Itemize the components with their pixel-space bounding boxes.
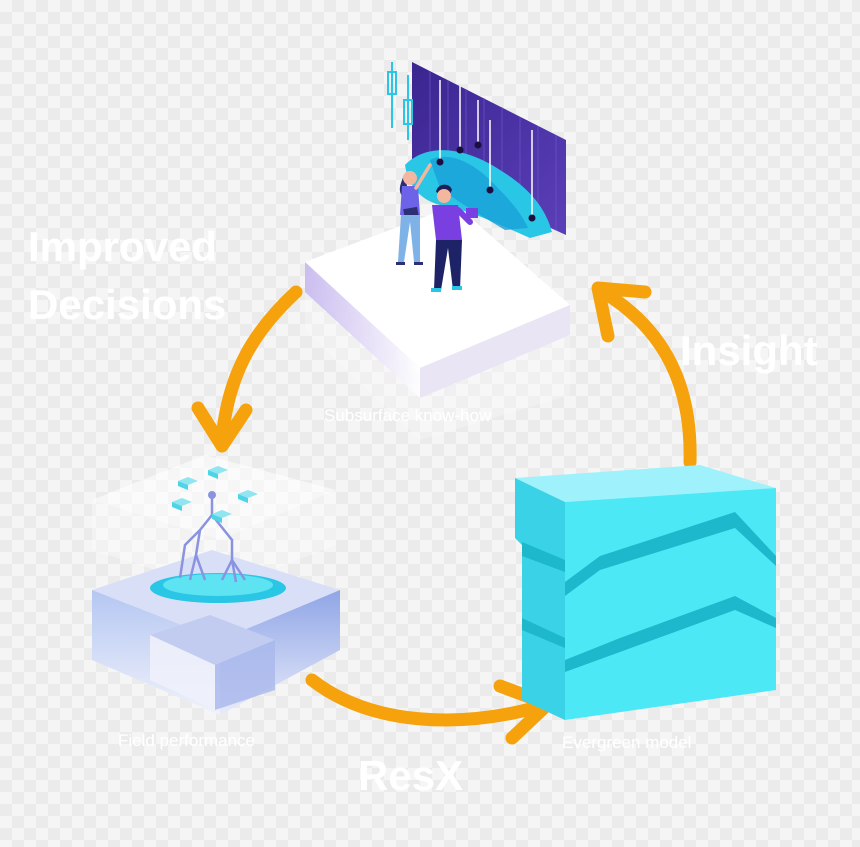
arrow-improved-decisions — [191, 285, 303, 453]
field-block — [92, 455, 340, 715]
improved-decisions-label-line2: Decisions — [28, 281, 227, 328]
resx-label: ResX — [358, 752, 464, 799]
wellhead-icon — [208, 491, 216, 499]
arrow-resx — [305, 673, 555, 745]
man-figure — [431, 184, 478, 292]
well-pipes — [178, 497, 247, 583]
floating-data-tiles — [172, 466, 258, 523]
arrow-insight — [591, 281, 697, 469]
evergreen-model-cube — [515, 465, 776, 720]
data-screen — [387, 62, 566, 238]
evergreen-model-caption: Evergreen model — [562, 733, 692, 752]
woman-figure — [396, 163, 432, 265]
field-performance-caption: Field performance — [118, 731, 256, 750]
improved-decisions-label-line1: Improved — [28, 223, 218, 270]
insight-label: Insight — [680, 327, 818, 374]
subsurface-know-how-caption: Subsurface know-how — [324, 406, 492, 425]
